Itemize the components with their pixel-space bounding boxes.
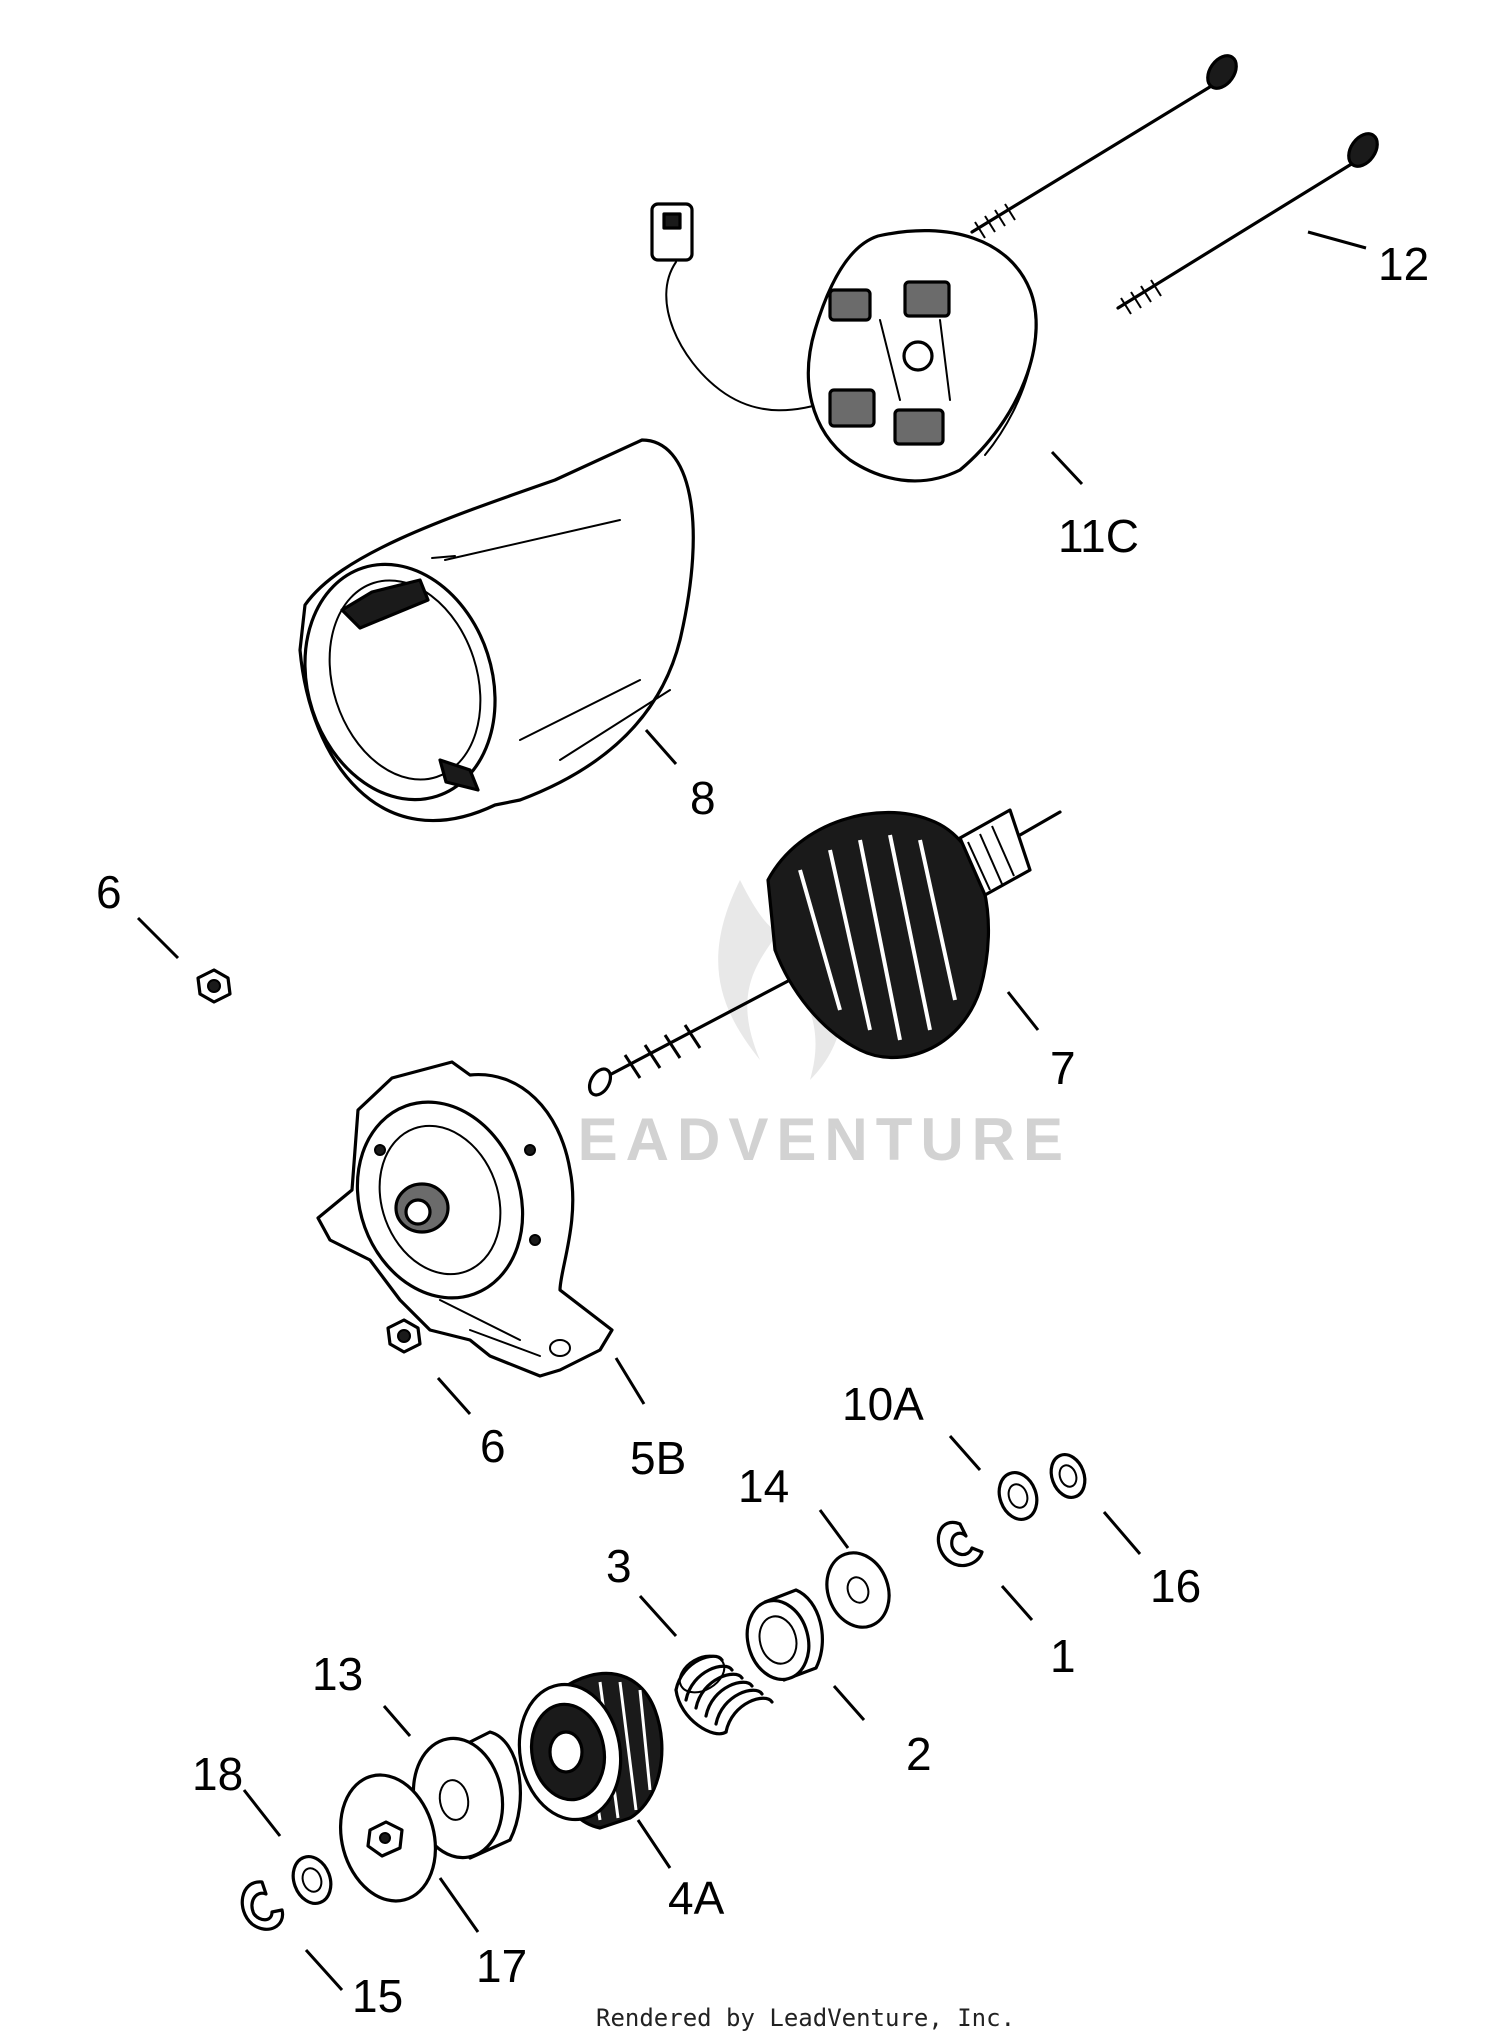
callout-15: 15 — [352, 1970, 403, 2022]
nut-part-6-upper — [196, 968, 232, 1004]
callout-5b: 5B — [630, 1432, 686, 1484]
callout-3: 3 — [606, 1540, 632, 1592]
callout-12: 12 — [1378, 238, 1429, 290]
callout-6-lower: 6 — [480, 1420, 506, 1472]
field-housing-part-8 — [298, 438, 695, 823]
retaining-ring-part-15 — [240, 1880, 285, 1931]
spring-part-3 — [674, 1654, 774, 1736]
callout-14: 14 — [738, 1460, 789, 1512]
callout-10a: 10A — [842, 1378, 924, 1430]
footer-credit: Rendered by LeadVenture, Inc. — [596, 2004, 1015, 2032]
callout-16: 16 — [1150, 1560, 1201, 1612]
collar-part-2 — [745, 1588, 824, 1682]
retaining-clip-part-1 — [936, 1520, 984, 1568]
nut-part-6-lower — [386, 1318, 422, 1354]
callout-13: 13 — [312, 1648, 363, 1700]
callout-8: 8 — [690, 772, 716, 824]
armature-part-7 — [587, 808, 1062, 1097]
callout-6-upper: 6 — [96, 866, 122, 918]
washer-part-16 — [1049, 1453, 1087, 1499]
pinion-gear-part-4a — [517, 1671, 664, 1830]
callout-4a: 4A — [668, 1872, 725, 1924]
watermark-text: LEADVENTURE — [533, 1106, 1071, 1173]
washer-part-10a — [997, 1471, 1039, 1521]
callout-labels: 12 11C 8 6 7 6 5B 10A 14 3 16 1 13 2 18 … — [96, 238, 1429, 2022]
callout-7: 7 — [1050, 1042, 1076, 1094]
stop-collar-part-13 — [411, 1730, 522, 1860]
callout-1: 1 — [1050, 1630, 1076, 1682]
callout-2: 2 — [906, 1728, 932, 1780]
callout-18: 18 — [192, 1748, 243, 1800]
thrust-washer-part-14 — [825, 1551, 891, 1629]
drive-end-cap-part-5b — [316, 1060, 614, 1378]
callout-11c: 11C — [1058, 510, 1139, 562]
washer-part-18 — [291, 1855, 333, 1905]
brush-plate-end-cap-part-11c — [650, 202, 1038, 483]
cover-plate-part-17 — [338, 1773, 438, 1903]
callout-17: 17 — [476, 1940, 527, 1992]
leader-lines — [136, 230, 1367, 1992]
through-bolt-part-12 — [970, 54, 1379, 315]
